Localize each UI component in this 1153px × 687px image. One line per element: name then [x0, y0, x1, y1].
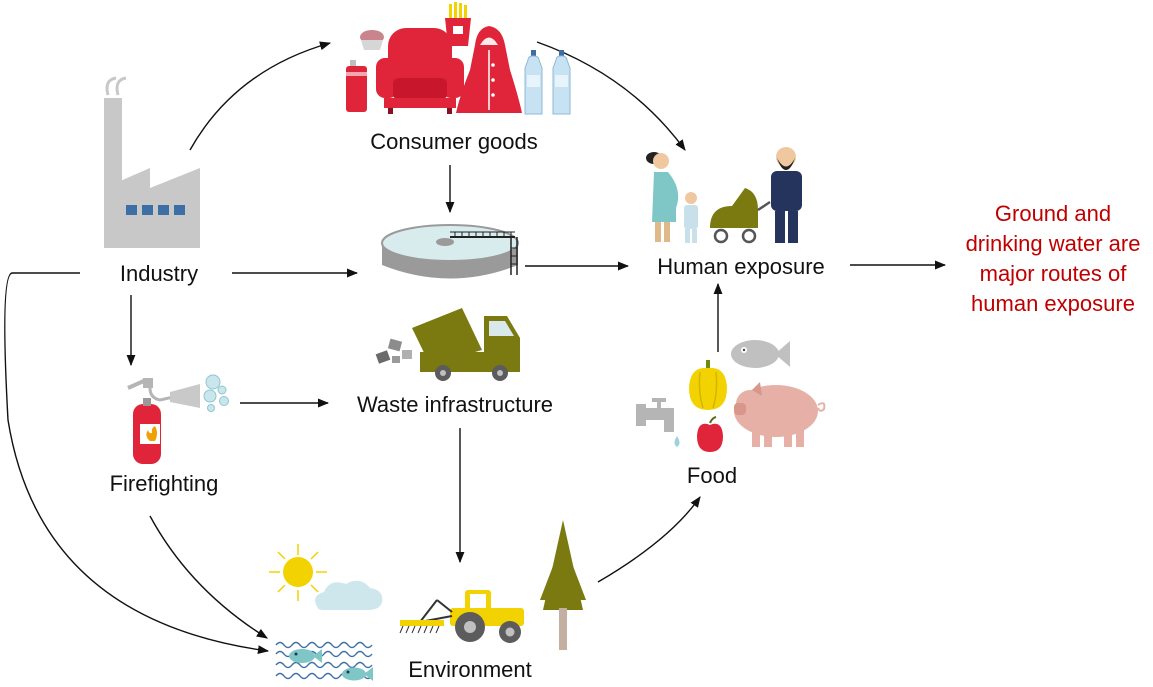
exposure-callout: Ground and drinking water are major rout…: [966, 201, 1141, 316]
food-label: Food: [687, 463, 737, 488]
spray-can-icon: [346, 60, 367, 112]
fire-extinguisher-icon: [127, 374, 229, 464]
arrow-environment-to-food: [597, 496, 701, 583]
tree-icon: [540, 520, 586, 650]
fries-icon: [445, 2, 471, 46]
bearded-man-icon: [771, 147, 802, 243]
pepper-icon: [689, 360, 727, 410]
faucet-icon: [636, 398, 680, 447]
factory-icon: [104, 76, 200, 248]
stroller-icon: [710, 188, 771, 244]
apple-icon: [697, 416, 723, 452]
firefighting-label: Firefighting: [110, 471, 219, 496]
water-treatment-tank-icon: [381, 224, 519, 279]
robe-icon: [456, 26, 522, 113]
consumer-goods-label: Consumer goods: [370, 129, 538, 154]
tractor-icon: [399, 590, 524, 643]
industry-label: Industry: [120, 261, 198, 286]
human-exposure-label: Human exposure: [657, 254, 825, 279]
callout-line: drinking water are: [966, 231, 1141, 256]
environment-label: Environment: [408, 657, 532, 682]
muffin-icon: [360, 30, 384, 50]
child-icon: [684, 192, 698, 243]
dump-truck-icon: [375, 308, 520, 381]
callout-line: major routes of: [980, 261, 1128, 286]
cloud-icon: [315, 580, 383, 610]
arrows: [4, 41, 947, 655]
fish-icon: [731, 340, 790, 368]
food-icons: [636, 340, 826, 452]
water-bottle-icon: [524, 50, 571, 115]
pig-icon: [734, 382, 826, 447]
arrow-consumer-goods-to-human-exposure: [536, 41, 686, 151]
wavy-water-fish-icon: [275, 641, 373, 681]
human-figures-icons: [646, 147, 802, 244]
arrow-firefighting-to-environment: [149, 515, 268, 639]
node-labels: Consumer goods Industry Human exposure W…: [110, 129, 825, 682]
arrow-industry-to-environment: [4, 272, 270, 655]
callout-line: Ground and: [995, 201, 1111, 226]
armchair-icon: [376, 28, 464, 114]
callout-line: human exposure: [971, 291, 1135, 316]
environment-icons: [269, 520, 586, 681]
waste-infrastructure-label: Waste infrastructure: [357, 392, 553, 417]
consumer-goods-icons: [346, 2, 571, 115]
arrow-industry-to-consumer-goods: [189, 41, 332, 151]
pregnant-woman-icon: [646, 152, 679, 242]
sun-icon: [269, 544, 327, 601]
